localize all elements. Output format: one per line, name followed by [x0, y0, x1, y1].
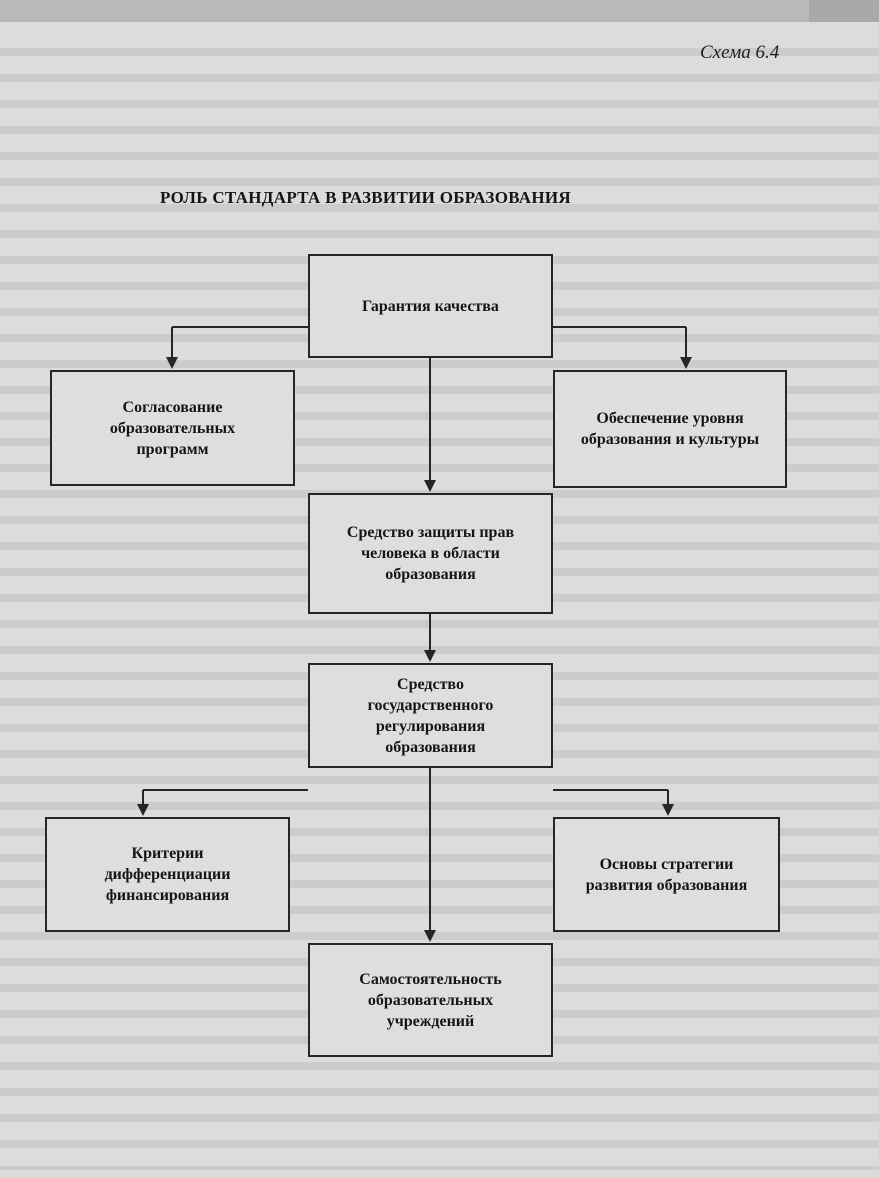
- box-programs-coordination: Согласование образовательных программ: [50, 370, 295, 486]
- box-state-regulation: Средство государственного регулирования …: [308, 663, 553, 768]
- diagram-title: РОЛЬ СТАНДАРТА В РАЗВИТИИ ОБРАЗОВАНИЯ: [160, 188, 571, 207]
- page-header-strip: [0, 0, 879, 22]
- box-funding-criteria: Критерии дифференциации финансирования: [45, 817, 290, 932]
- box-quality-guarantee: Гарантия качества: [308, 254, 553, 358]
- page-corner: [809, 0, 879, 22]
- box-development-strategy: Основы стратегии развития образования: [553, 817, 780, 932]
- box-rights-protection: Средство защиты прав человека в области …: [308, 493, 553, 614]
- scheme-label: Схема 6.4: [700, 42, 780, 63]
- box-institution-autonomy: Самостоятельность образовательных учрежд…: [308, 943, 553, 1057]
- box-education-level: Обеспечение уровня образования и культур…: [553, 370, 787, 488]
